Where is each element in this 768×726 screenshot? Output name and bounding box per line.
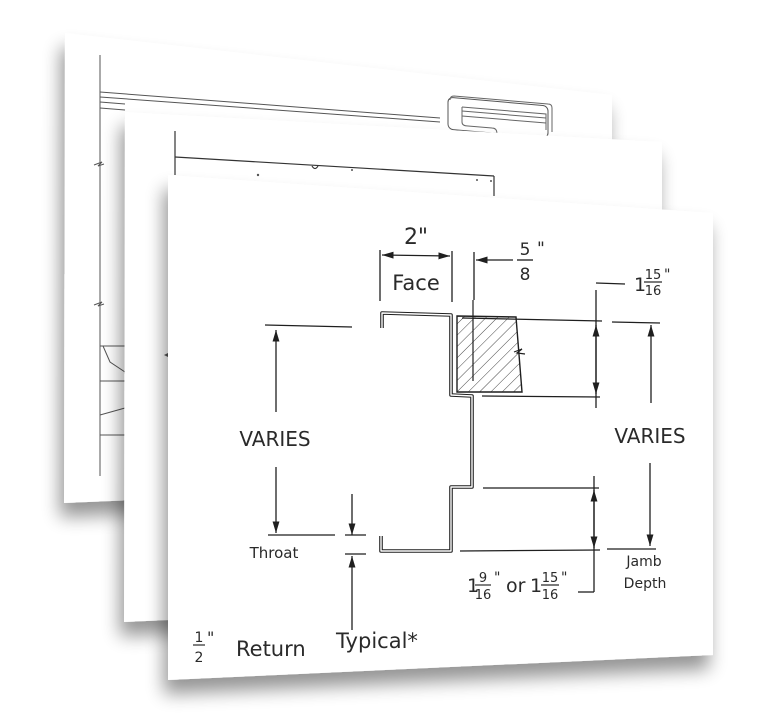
- backbend-numerator: 5: [520, 240, 531, 260]
- face-dimension: 2": [404, 225, 428, 250]
- left-varies-label: VARIES: [239, 427, 310, 451]
- soffit-opt2-numerator: 15: [542, 571, 559, 586]
- soffit-opt2-denominator: 16: [542, 588, 559, 603]
- stop-height-numerator: 15: [645, 268, 662, 283]
- soffit-opt2-unit: ": [561, 570, 567, 586]
- soffit-or: or: [506, 575, 526, 597]
- return-note: 1 2 " Return Typical*: [193, 628, 418, 666]
- throat-label: Throat: [249, 544, 299, 562]
- stop-height-unit: ": [664, 267, 670, 283]
- dimension-lines: [264, 250, 661, 630]
- typical-label: Typical*: [335, 629, 418, 653]
- return-numerator: 1: [195, 630, 204, 646]
- return-label: Return: [236, 637, 306, 661]
- stop-height-whole: 1: [634, 274, 646, 296]
- return-unit: ": [207, 628, 214, 647]
- soffit-opt1-whole: 1: [467, 575, 479, 597]
- backbend-unit: ": [537, 239, 545, 259]
- dimension-labels: 2" Face 5 8 " 1 15 16 " VARIES VARIES Th…: [193, 225, 686, 666]
- window-frame-detail: [449, 95, 553, 135]
- stop-height-denominator: 16: [645, 284, 662, 299]
- soffit-opt1-unit: ": [494, 570, 500, 586]
- soffit-opt1-numerator: 9: [479, 571, 487, 586]
- front-sheet: 2" Face 5 8 " 1 15 16 " VARIES VARIES Th…: [168, 175, 713, 680]
- backbend-denominator: 8: [520, 265, 531, 285]
- jamb-depth-label-line2: Depth: [624, 576, 667, 592]
- return-denominator: 2: [195, 650, 204, 666]
- face-label: Face: [392, 271, 440, 295]
- middle-sheet-linework: [174, 131, 495, 196]
- soffit-opt1-denominator: 16: [475, 588, 492, 603]
- soffit-dimension: 1 9 16 " or 1 15 16 ": [467, 570, 567, 603]
- back-sheet-linework: [93, 55, 549, 476]
- door-section-hatch: [456, 300, 526, 393]
- jamb-depth-label-line1: Jamb: [625, 554, 661, 570]
- soffit-opt2-whole: 1: [530, 575, 542, 597]
- right-varies-label: VARIES: [614, 424, 685, 448]
